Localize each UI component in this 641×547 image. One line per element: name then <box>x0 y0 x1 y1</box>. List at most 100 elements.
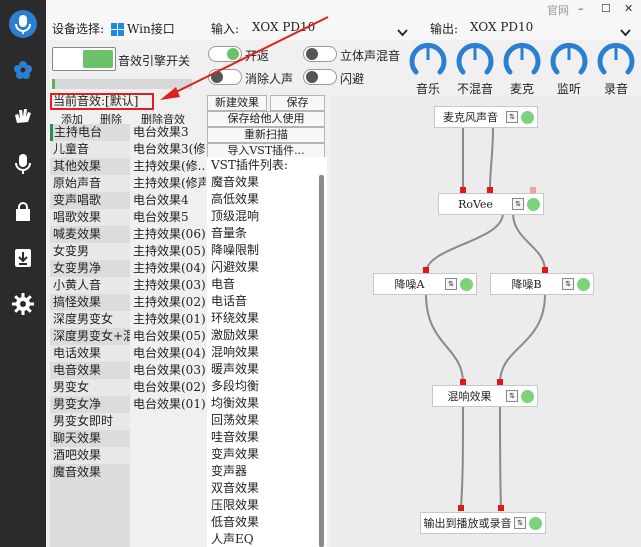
vst-plugin-item[interactable]: 人声EQ <box>211 532 254 546</box>
vst-plugin-item[interactable]: 电音 <box>211 277 236 291</box>
mic-knob-icon[interactable] <box>502 40 542 80</box>
preset-item[interactable]: 电音效果 <box>53 363 102 377</box>
node-status-dot[interactable] <box>527 197 540 211</box>
vst-plugin-item[interactable]: 低音效果 <box>211 515 260 529</box>
node-settings-icon[interactable]: ⇅ <box>506 390 518 402</box>
preset-item[interactable]: 喊麦效果 <box>53 227 102 241</box>
node-settings-icon[interactable]: ⇅ <box>512 198 524 210</box>
preset-item[interactable]: 电台效果(02) <box>133 380 206 394</box>
official-site-link[interactable]: 官网 <box>547 4 569 17</box>
port-in[interactable] <box>487 187 493 193</box>
preset-item[interactable]: 主持电台 <box>50 124 130 141</box>
save-for-others-button[interactable]: 保存给他人使用 <box>207 111 325 127</box>
vst-plugin-item[interactable]: 变声器 <box>211 464 248 478</box>
port-in[interactable] <box>497 379 503 385</box>
vst-plugin-item[interactable]: 魔音效果 <box>211 175 260 189</box>
vst-plugin-item[interactable]: 闪避效果 <box>211 260 260 274</box>
new-effect-button[interactable]: 新建效果 <box>207 95 267 111</box>
vst-plugin-item[interactable]: 均衡效果 <box>211 396 260 410</box>
node-reverb[interactable]: 混响效果 ⇅ <box>432 385 538 407</box>
vst-plugin-item[interactable]: 混响效果 <box>211 345 260 359</box>
preset-item[interactable]: 电台效果3(修改后) <box>133 142 206 156</box>
port-in[interactable] <box>530 187 536 193</box>
sidebar-applause-hands-icon[interactable] <box>0 98 46 134</box>
node-status-dot[interactable] <box>521 110 534 124</box>
preset-item[interactable]: 主持效果(04) <box>133 261 206 275</box>
stereo-mix-toggle[interactable] <box>303 46 337 62</box>
preset-item[interactable]: 主持效果(06) <box>133 227 206 241</box>
vst-plugin-item[interactable]: 双音效果 <box>211 481 260 495</box>
sidebar-download-icon[interactable] <box>0 240 46 276</box>
vst-plugin-item[interactable]: 哇音效果 <box>211 430 260 444</box>
add-preset-button[interactable]: 添加 <box>61 113 83 126</box>
port-in[interactable] <box>423 267 429 273</box>
vst-plugin-item[interactable]: 回荡效果 <box>211 413 260 427</box>
preset-item[interactable]: 搞怪效果 <box>53 295 102 309</box>
volume-knob[interactable]: 录音 <box>596 40 636 96</box>
volume-knob[interactable]: 不混音 <box>455 40 495 96</box>
vst-plugin-item[interactable]: 电话音 <box>211 294 248 308</box>
preset-item[interactable]: 主持效果(修声) <box>133 176 206 190</box>
delete-effect-button[interactable]: 删除音效 <box>141 113 185 126</box>
sidebar-microphone-icon[interactable] <box>0 146 46 182</box>
nomix-knob-icon[interactable] <box>455 40 495 80</box>
close-button[interactable]: ✕ <box>624 2 634 15</box>
engine-switch[interactable] <box>52 47 116 71</box>
preset-item[interactable]: 其他效果 <box>53 159 102 173</box>
preset-item[interactable]: 主持效果(03) <box>133 278 206 292</box>
node-status-dot[interactable] <box>521 389 534 403</box>
preset-item[interactable]: 电台效果(03) <box>133 363 206 377</box>
preset-item[interactable]: 电台效果(05) <box>133 329 206 343</box>
sidebar-effects-flower-icon[interactable] <box>0 52 46 88</box>
node-status-dot[interactable] <box>529 516 542 530</box>
port-in[interactable] <box>498 505 504 511</box>
ducking-toggle[interactable] <box>303 69 337 85</box>
node-settings-icon[interactable]: ⇅ <box>514 517 526 529</box>
device-select-value[interactable]: Win接口 <box>127 22 175 36</box>
preset-item[interactable]: 电台效果3 <box>133 125 189 139</box>
volume-knob[interactable]: 麦克 <box>502 40 542 96</box>
preset-item[interactable]: 魔音效果 <box>53 465 102 479</box>
preset-item[interactable]: 深度男变女+混响 <box>53 329 130 343</box>
volume-knob[interactable]: 监听 <box>549 40 589 96</box>
node-denoise-a[interactable]: 降噪A ⇅ <box>373 273 477 295</box>
preset-item[interactable]: 原始声音 <box>50 175 130 192</box>
input-device-select[interactable]: XOX PD10 <box>252 20 316 34</box>
save-button[interactable]: 保存 <box>270 95 325 111</box>
vst-plugin-item[interactable]: 音量条 <box>211 226 248 240</box>
node-denoise-b[interactable]: 降噪B ⇅ <box>490 273 594 295</box>
preset-item[interactable]: 聊天效果 <box>53 431 102 445</box>
node-rovee[interactable]: RoVee ⇅ <box>438 193 544 215</box>
preset-item[interactable]: 男变女净 <box>53 397 102 411</box>
port-in[interactable] <box>460 379 466 385</box>
preset-item[interactable]: 电台效果5 <box>133 210 189 224</box>
vst-plugin-item[interactable]: 顶级混响 <box>211 209 260 223</box>
node-settings-icon[interactable]: ⇅ <box>506 111 518 123</box>
port-in[interactable] <box>458 505 464 511</box>
node-settings-icon[interactable]: ⇅ <box>562 278 574 290</box>
delete-preset-button[interactable]: 删除 <box>100 113 122 126</box>
preset-item[interactable]: 儿童音 <box>50 141 130 158</box>
preset-item[interactable]: 酒吧效果 <box>50 447 130 464</box>
output-chevron-down-icon[interactable] <box>620 22 631 41</box>
sidebar-shop-bag-icon[interactable] <box>0 194 46 230</box>
port-in[interactable] <box>542 267 548 273</box>
node-output[interactable]: 输出到播放或录音 ⇅ <box>420 512 546 534</box>
volume-knob[interactable]: 音乐 <box>408 40 448 96</box>
preset-item[interactable]: 男变女 <box>50 379 130 396</box>
preset-item[interactable]: 电台效果4 <box>133 193 189 207</box>
vst-plugin-item[interactable]: 激励效果 <box>211 328 260 342</box>
record-knob-icon[interactable] <box>596 40 636 80</box>
port-in[interactable] <box>460 187 466 193</box>
preset-item[interactable]: 唱歌效果 <box>50 209 130 226</box>
preset-item[interactable]: 深度男变女 <box>50 311 130 328</box>
node-status-dot[interactable] <box>577 277 590 291</box>
preset-item[interactable]: 主持效果(02) <box>133 295 206 309</box>
vst-plugin-item[interactable]: 降噪限制 <box>211 243 260 257</box>
rescan-button[interactable]: 重新扫描 <box>207 127 325 143</box>
vst-plugin-item[interactable]: 环绕效果 <box>211 311 260 325</box>
preset-item[interactable]: 主持效果(05) <box>133 244 206 258</box>
preset-item[interactable]: 女变男净 <box>53 261 102 275</box>
preset-item[interactable]: 电台效果(01) <box>133 397 206 411</box>
vst-plugin-item[interactable]: 多段均衡 <box>211 379 260 393</box>
